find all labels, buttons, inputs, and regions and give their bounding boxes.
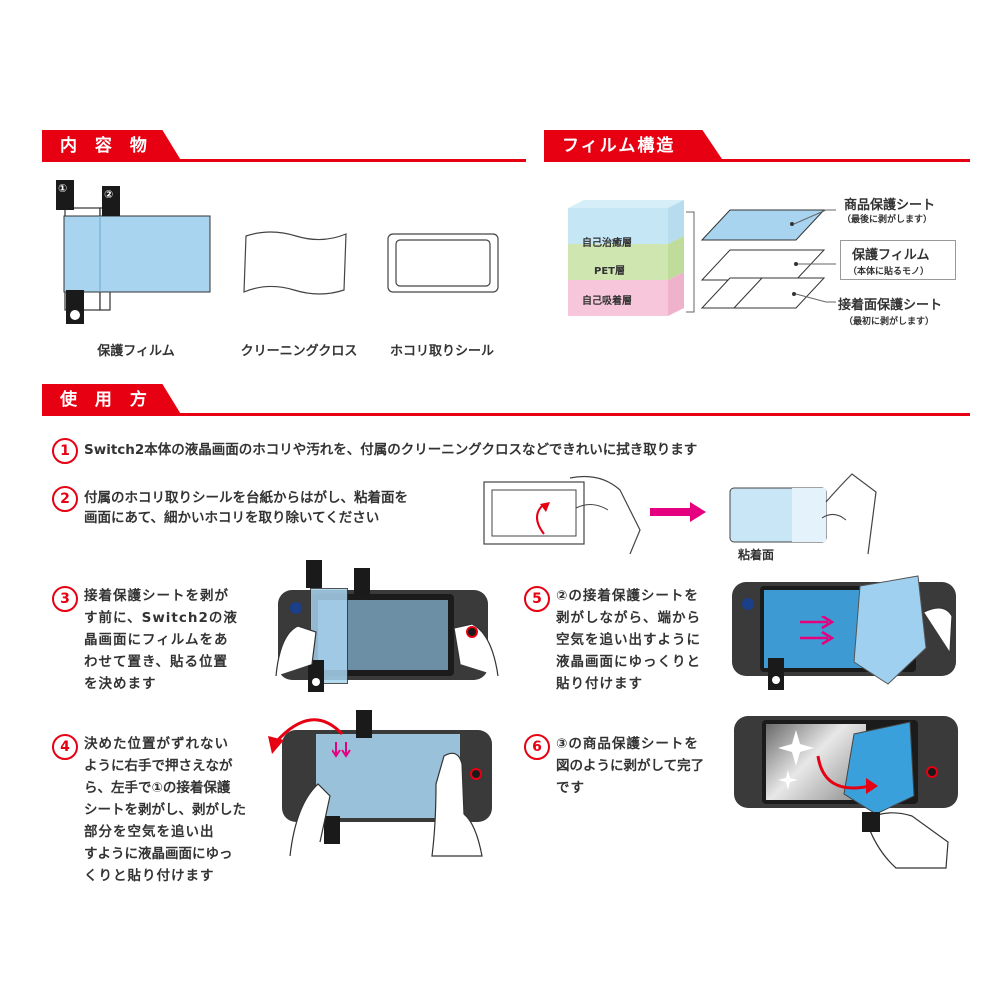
step-3-line-1: 接着保護シートを剥が: [84, 588, 229, 604]
step-3-line-3: 晶画面にフィルムをあ: [84, 632, 229, 648]
step-6-line-3: です: [556, 780, 585, 796]
layer-pet: PET層: [594, 266, 625, 277]
sheet-product-note: （最後に剥がします）: [842, 215, 933, 225]
step-4-line-1: 決めた位置がずれない: [84, 736, 229, 752]
step-3-line-2: す前に、Switch2の液: [84, 610, 238, 626]
step-5-number: 5: [524, 586, 550, 612]
step-5-line-2: 剥がしながら、端から: [556, 610, 701, 626]
sheet-film-title: 保護フィルム: [852, 248, 930, 263]
film-exploded-view: [700, 209, 836, 309]
step-3-hands: [275, 623, 499, 677]
section-structure-rule: [544, 159, 970, 162]
step-5-left-joystick: [742, 598, 754, 610]
step-3-line-4: わせて置き、貼る位置: [84, 654, 229, 670]
section-contents-header: 内 容 物: [42, 130, 182, 162]
contents-item-film: 保護フィルム: [97, 344, 175, 359]
section-structure-header: フィルム構造: [544, 130, 724, 162]
step-4-right-joystick: [470, 768, 482, 780]
step-4-line-7: くりと貼り付けます: [84, 868, 215, 884]
sheet-product-title: 商品保護シート: [844, 198, 936, 213]
step-6-hand: [862, 812, 949, 869]
step-2-adhesive-label: 粘着面: [738, 548, 775, 562]
film-title-box: [840, 240, 956, 280]
step-5-arrows: [800, 616, 835, 646]
step-4-line-3: ら、左手で①の接着保護: [84, 780, 231, 796]
layer-self-healing: 自己治癒層: [582, 238, 632, 249]
step-4-rotation-arrow: [268, 718, 344, 754]
sheet-adhesive-title: 接着面保護シート: [838, 298, 943, 313]
sheet-adhesive-note: （最初に剥がします）: [844, 317, 935, 327]
step-2-number: 2: [52, 486, 78, 512]
step-5-line-4: 液晶画面にゆっくりと: [556, 654, 701, 670]
step-4-hands: [289, 752, 483, 857]
step-4-line-6: すように液晶画面にゆっ: [84, 846, 233, 862]
protective-film-illustration: [56, 180, 211, 324]
step-3-left-joystick: [290, 602, 302, 614]
step-5-line-5: 貼り付けます: [556, 676, 643, 692]
step-6-number: 6: [524, 734, 550, 760]
section-usage-header: 使 用 方 法: [42, 384, 182, 416]
step-6-rotation-arrow: [816, 755, 878, 794]
step-1-text: Switch2本体の液晶画面のホコリや汚れを、付属のクリーニングクロスなどできれ…: [84, 442, 698, 458]
step-6-right-joystick: [926, 766, 938, 778]
step-3-line-5: を決めます: [84, 676, 157, 692]
step-5-line-1: ②の接着保護シートを: [556, 588, 699, 604]
step-4-line-4: シートを剥がし、剥がした: [84, 802, 246, 818]
tab-1-label: ①: [58, 182, 68, 195]
film-structure-block: [568, 200, 695, 316]
step-6-line-1: ③の商品保護シートを: [556, 736, 699, 752]
contents-item-sticker: ホコリ取りシール: [389, 344, 494, 359]
step-3-tabs: [306, 560, 370, 692]
step-2-adhesive-illustration: [729, 473, 877, 555]
dust-sticker-illustration: [387, 233, 499, 293]
section-usage-rule: [42, 413, 970, 416]
step-4-number: 4: [52, 734, 78, 760]
step-2-line-2: 画面にあて、細かいホコリを取り除いてください: [84, 510, 380, 526]
step-4-line-5: 部分を空気を追い出: [84, 824, 215, 840]
sheet-film-note: （本体に貼るモノ）: [848, 267, 930, 277]
step-5-line-3: 空気を追い出すように: [556, 632, 701, 648]
step-6-sparkles: [778, 730, 814, 790]
step-2-sticker-illustration: [483, 475, 641, 555]
step-3-right-joystick: [466, 626, 478, 638]
contents-item-cloth: クリーニングクロス: [240, 344, 358, 359]
step-6-peel: [843, 721, 915, 815]
section-contents-rule: [42, 159, 526, 162]
step-4-press-arrows: [332, 742, 351, 758]
step-5-peel: [853, 575, 953, 685]
step-6-line-2: 図のように剥がして完了: [556, 758, 705, 774]
layer-self-adhesive: 自己吸着層: [582, 296, 632, 307]
step-4-line-2: ように右手で押さえなが: [84, 758, 233, 774]
step-2-line-1: 付属のホコリ取りシールを台紙からはがし、粘着面を: [84, 490, 408, 506]
cleaning-cloth-illustration: [243, 231, 347, 295]
tab-2-label: ②: [104, 188, 114, 201]
step-5-film: [764, 590, 864, 668]
step-5-tab: [768, 658, 784, 690]
step-1-number: 1: [52, 438, 78, 464]
step-4-tabs: [324, 710, 372, 844]
step-2-arrow: [650, 502, 706, 522]
step-3-number: 3: [52, 586, 78, 612]
